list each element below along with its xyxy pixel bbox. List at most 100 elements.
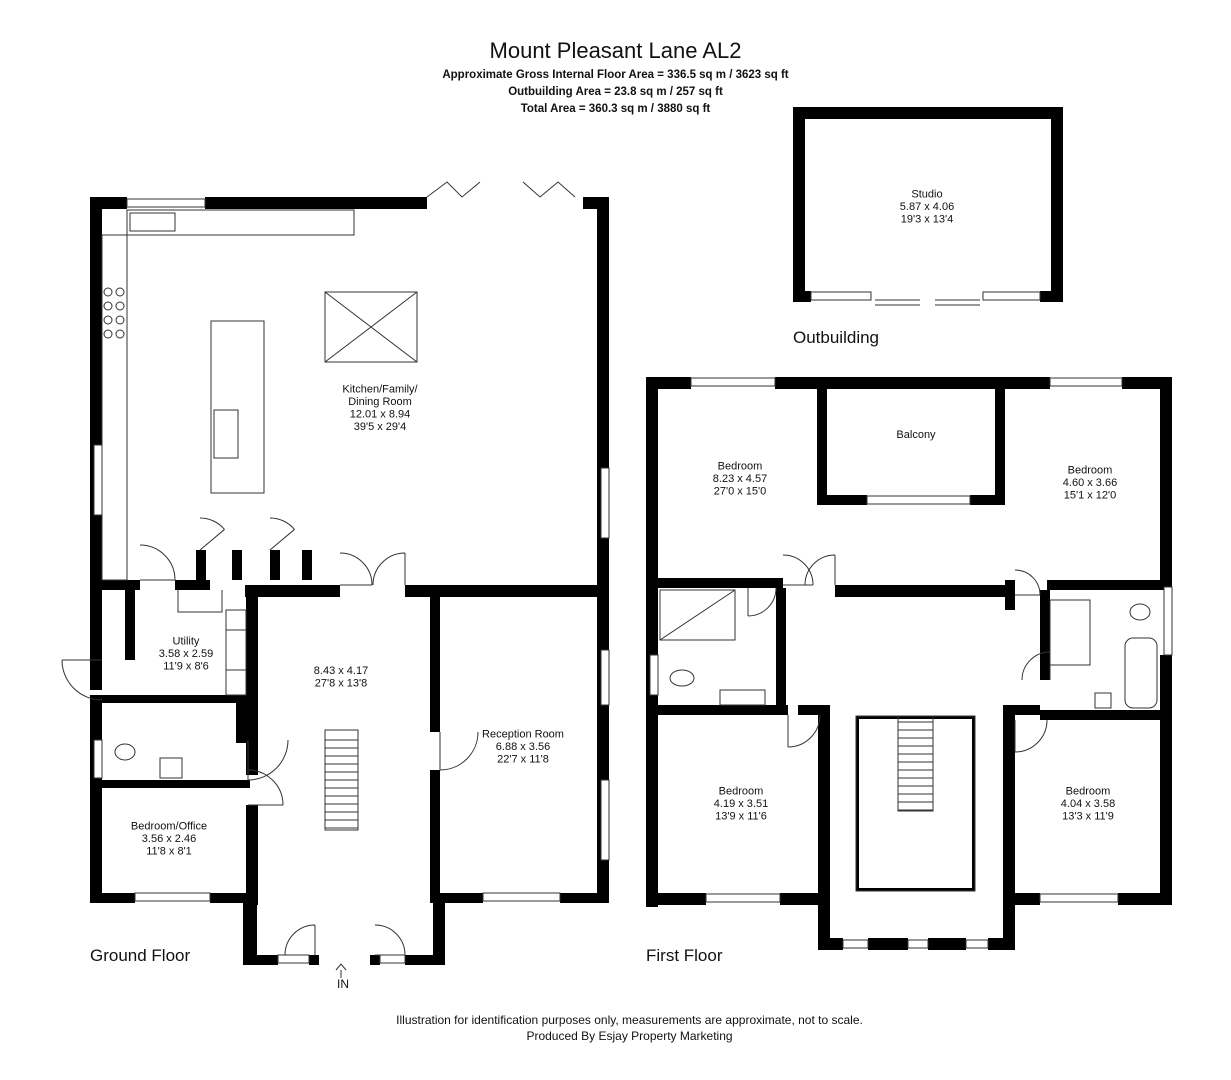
hob-icon (115, 301, 125, 311)
wall-segment (560, 893, 609, 903)
window (126, 198, 206, 208)
bifold-door (426, 181, 481, 198)
wall-segment (433, 893, 483, 903)
kitchen-room-label-line: 39'5 x 29'4 (354, 421, 407, 433)
wall-segment (175, 580, 210, 590)
hob-icon (103, 301, 113, 311)
wall-segment (90, 893, 135, 903)
wall-segment (972, 716, 975, 891)
fixtures (61, 181, 1173, 978)
reception-room-label-line: 6.88 x 3.56 (496, 741, 550, 753)
wall-segment (236, 703, 248, 743)
wall-segment (856, 716, 975, 719)
wall-segment (1122, 377, 1172, 389)
wall-segment (658, 578, 783, 588)
wall-segment (210, 893, 255, 903)
balcony-room-label-line: Balcony (896, 429, 936, 441)
landing-stairs (897, 715, 934, 812)
wall-segment (793, 291, 811, 302)
wall-segment (1040, 291, 1063, 302)
window (1049, 377, 1123, 387)
hob-icon (115, 287, 125, 297)
hob-icon (103, 315, 113, 325)
bathtub (1124, 637, 1158, 709)
bedroom-1-label-line: Bedroom (718, 461, 763, 473)
stairwell-void (855, 715, 976, 892)
utility-room-label-line: 3.58 x 2.59 (159, 648, 213, 660)
wall-segment (1040, 590, 1050, 680)
wall-segment (1118, 893, 1172, 905)
entrance-arrow (335, 963, 347, 978)
wall-segment (246, 597, 258, 775)
bedroom-office-room-label-line: Bedroom/Office (131, 821, 207, 833)
window (1163, 586, 1173, 656)
door-swing (247, 769, 284, 806)
door-swing (284, 924, 316, 956)
window (907, 939, 929, 949)
reception-room-label-line: 22'7 x 11'8 (497, 754, 549, 766)
toilet-icon (114, 743, 136, 761)
hob-icon (103, 287, 113, 297)
door-swing (339, 552, 373, 586)
window (982, 291, 1041, 301)
wall-segment (780, 893, 830, 905)
walls (90, 107, 1172, 965)
hall-room-label-line: 27'8 x 13'8 (315, 677, 368, 689)
wall-segment (818, 938, 843, 950)
wall-segment (817, 495, 867, 505)
wall-segment (90, 580, 102, 690)
window (600, 649, 610, 706)
bedroom-office-room-label-line: 3.56 x 2.46 (142, 833, 196, 845)
door-swing (374, 924, 406, 956)
cupboard (177, 590, 223, 613)
window (965, 939, 989, 949)
wall-segment (1003, 893, 1040, 905)
wall-segment (90, 580, 140, 590)
wall-segment (430, 770, 440, 903)
window (649, 654, 659, 696)
wall-segment (1051, 107, 1063, 302)
door-swing (1014, 719, 1048, 753)
window (277, 954, 310, 964)
wall-segment (835, 585, 1010, 597)
balcony-room-label: Balcony (896, 429, 936, 441)
wall-segment (243, 955, 278, 965)
toilet-icon (669, 669, 695, 687)
utility-room-label-line: Utility (173, 636, 200, 648)
worktop (126, 209, 355, 236)
sink-icon (129, 212, 176, 232)
wall-segment (775, 377, 1050, 389)
wall-segment (433, 893, 445, 965)
studio-room-label-line: 19'3 x 13'4 (901, 214, 954, 226)
wall-segment (798, 705, 828, 715)
bedroom-2-label-line: 15'1 x 12'0 (1064, 490, 1117, 502)
door-swing (787, 714, 821, 748)
door-swing (269, 517, 295, 551)
window (690, 377, 776, 387)
window (93, 444, 103, 516)
window (866, 495, 971, 505)
wall-segment (270, 550, 280, 580)
wall-segment (245, 585, 340, 597)
kitchen-room-label-line: Dining Room (348, 396, 412, 408)
bedroom-2-label-line: Bedroom (1068, 465, 1113, 477)
studio-room-label-line: Studio (911, 189, 942, 201)
wall-segment (1160, 377, 1172, 587)
wall-segment (970, 495, 1005, 505)
door-swing (782, 554, 814, 586)
wall-segment (793, 107, 805, 302)
wall-segment (1005, 580, 1015, 610)
producer-text: Produced By Esjay Property Marketing (526, 1029, 733, 1043)
utility-room-label-line: 11'9 x 8'6 (163, 661, 209, 673)
outbuilding-label: Outbuilding (793, 328, 880, 347)
wall-segment (1040, 710, 1170, 720)
window (810, 291, 872, 301)
wall-segment (817, 380, 827, 505)
hob-icon (115, 329, 125, 339)
window (705, 893, 781, 903)
door-swing (61, 659, 103, 701)
